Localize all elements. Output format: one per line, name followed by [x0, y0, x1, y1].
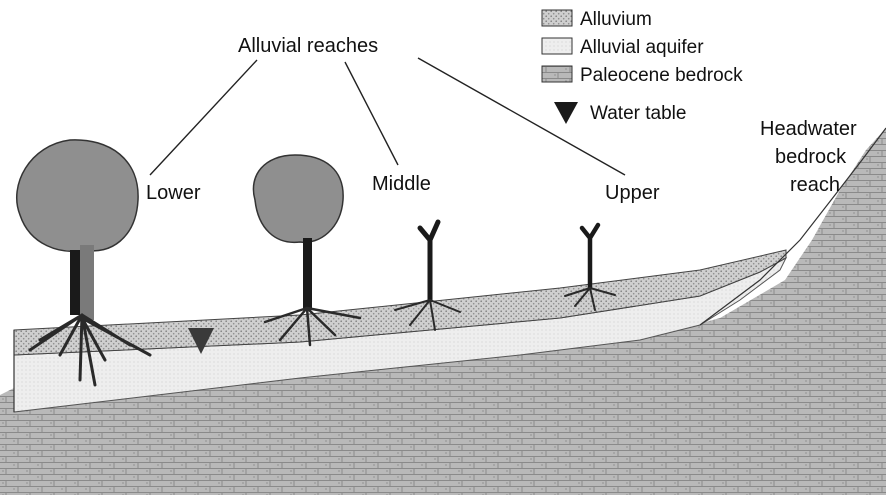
- legend-alluvium-swatch: [542, 10, 572, 26]
- tree-sapling-1-trunk: [420, 222, 438, 300]
- reach-label-upper: Upper: [605, 182, 660, 204]
- tree-middle-trunk: [303, 238, 312, 310]
- reach-label-middle: Middle: [372, 173, 431, 195]
- legend: Alluvium Alluvial aquifer Paleocene bedr…: [542, 9, 743, 124]
- alluvial-reaches-title: Alluvial reaches: [238, 35, 378, 57]
- legend-alluvium-label: Alluvium: [580, 9, 652, 30]
- legend-bedrock-label: Paleocene bedrock: [580, 65, 743, 86]
- tree-sapling-2-trunk: [582, 225, 598, 288]
- headwater-label-line2: bedrock: [775, 146, 847, 168]
- leader-line-lower: [150, 60, 257, 175]
- legend-aquifer-label: Alluvial aquifer: [580, 37, 704, 58]
- leader-line-middle: [345, 62, 398, 165]
- reach-label-lower: Lower: [146, 182, 201, 204]
- legend-bedrock-swatch: [542, 66, 572, 82]
- legend-aquifer-swatch: [542, 38, 572, 54]
- tree-lower-canopy: [17, 140, 138, 251]
- headwater-label-line3: reach: [790, 174, 840, 196]
- tree-lower-trunk-grey: [80, 245, 94, 320]
- tree-middle-canopy: [253, 155, 343, 242]
- headwater-label-line1: Headwater: [760, 118, 857, 140]
- legend-water-table-label: Water table: [590, 103, 686, 124]
- legend-water-table-icon: [554, 102, 578, 124]
